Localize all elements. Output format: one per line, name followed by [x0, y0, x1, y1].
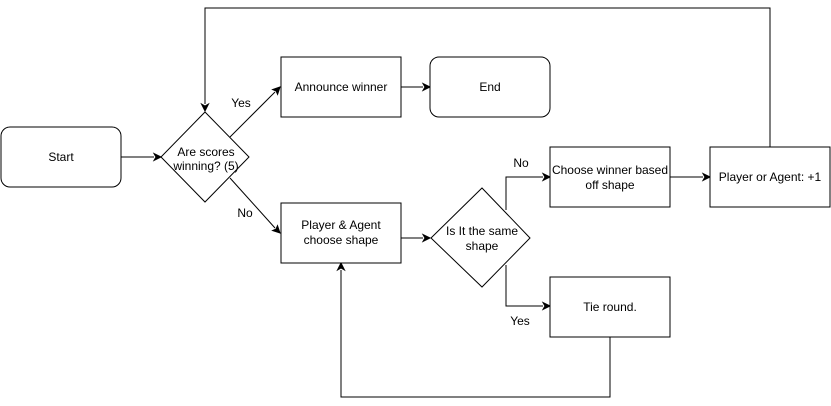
choose-winner-shape [549, 146, 671, 208]
edge-same-shape-to-tie-round [505, 265, 543, 307]
tie-round-label: Tie round. [583, 300, 637, 314]
start-shape [0, 126, 122, 188]
edge-label-scores-no: No [237, 206, 253, 220]
end-label: End [479, 80, 500, 94]
node-scores-decision[interactable]: Are scores winning? (5) [160, 111, 250, 203]
player-or-agent-shape [709, 146, 831, 208]
node-announce-winner[interactable]: Announce winner [280, 56, 402, 118]
node-start[interactable]: Start [0, 126, 122, 188]
arrowhead [421, 233, 432, 243]
arrowhead [200, 102, 210, 113]
choose-shape-label-line2: choose shape [304, 233, 379, 247]
start-label: Start [48, 150, 74, 164]
edge-scores-to-announce-winner [229, 91, 276, 138]
arrowhead [421, 82, 432, 92]
node-choose-winner[interactable]: Choose winner based off shape [549, 146, 671, 208]
same-shape-decision-shape [430, 187, 531, 288]
announce-winner-label: Announce winner [295, 80, 388, 94]
scores-decision-label-line1: Are scores [177, 145, 234, 159]
edge-label-shape-no: No [513, 156, 529, 170]
announce-winner-shape [280, 56, 402, 118]
same-shape-decision-label-line1: Is It the same [446, 224, 518, 238]
choose-shape-label-line1: Player & Agent [301, 218, 381, 232]
node-player-or-agent[interactable]: Player or Agent: +1 [709, 146, 831, 208]
node-choose-shape[interactable]: Player & Agent choose shape [280, 202, 402, 264]
arrowhead [152, 152, 163, 162]
arrowhead [701, 172, 712, 182]
edge-same-shape-to-choose-winner [505, 176, 543, 210]
node-end[interactable]: End [429, 56, 551, 118]
arrowhead [541, 301, 552, 311]
end-shape [429, 56, 551, 118]
choose-winner-label-line2: off shape [585, 178, 634, 192]
edge-scores-to-choose-shape [229, 177, 276, 229]
choose-shape-shape [280, 202, 402, 264]
arrowhead [271, 86, 281, 96]
scores-decision-label-line2: winning? (5) [172, 159, 238, 173]
edges [121, 7, 771, 398]
arrowhead [271, 224, 281, 234]
edge-labels: Yes No No Yes [231, 96, 530, 328]
scores-decision-shape [160, 111, 250, 203]
node-tie-round[interactable]: Tie round. [549, 276, 671, 338]
edge-tie-round-loop-to-choose-shape [340, 270, 611, 398]
player-or-agent-label: Player or Agent: +1 [719, 170, 822, 184]
edge-label-scores-yes: Yes [231, 96, 251, 110]
arrowhead [541, 172, 552, 182]
choose-winner-label-line1: Choose winner based [552, 163, 668, 177]
arrowhead [336, 261, 346, 272]
edge-label-shape-yes: Yes [510, 314, 530, 328]
node-same-shape-decision[interactable]: Is It the same shape [430, 187, 531, 288]
tie-round-shape [549, 276, 671, 338]
same-shape-decision-label-line2: shape [466, 239, 499, 253]
edge-player-or-agent-loop-to-scores [204, 7, 771, 147]
